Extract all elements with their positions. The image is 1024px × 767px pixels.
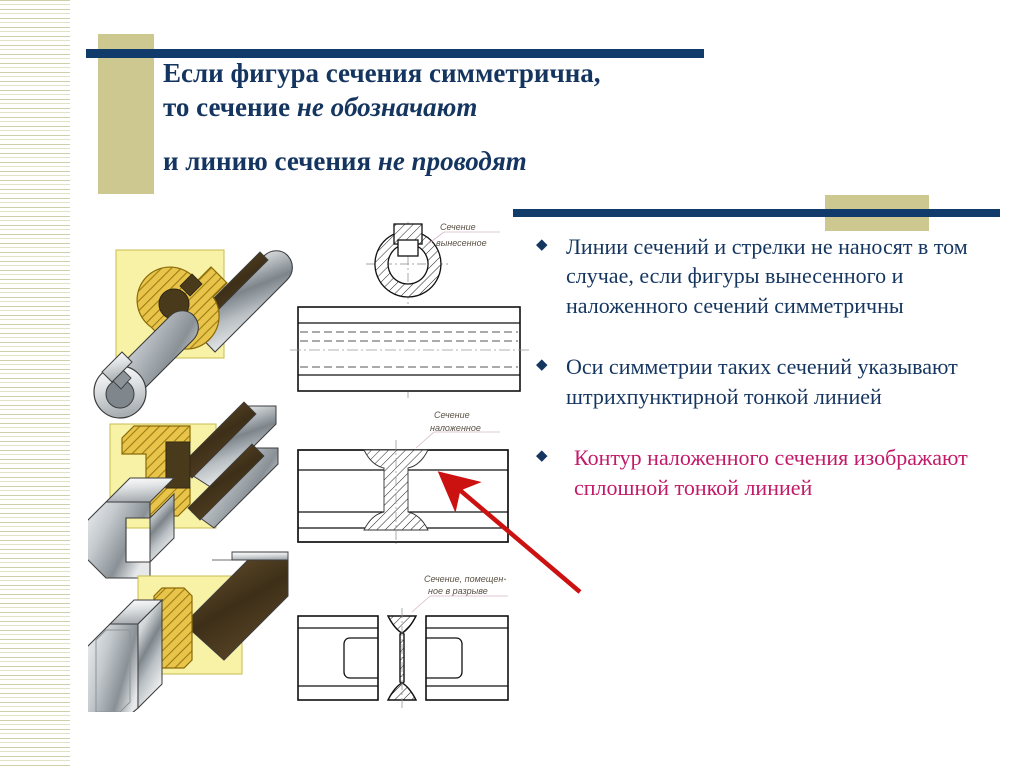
left-stripe-edge: [70, 0, 72, 767]
diamond-bullet-icon: ◆: [536, 357, 548, 374]
bullet-text-2: Оси симметрии таких сечений указывают шт…: [566, 354, 958, 409]
engineering-drawings: Сечение вынесенное Сечение наложенное С: [288, 222, 543, 717]
illustration-shaft-keyway: [93, 249, 293, 419]
title-line-2-prefix: то сечение: [163, 91, 297, 122]
left-stripe-decoration: [0, 0, 72, 767]
list-item: ◆ Линии сечений и стрелки не наносят в т…: [536, 232, 1006, 320]
title-accent-block: [98, 34, 154, 194]
drawing-3-label-line2: ное в разрыве: [428, 586, 488, 596]
list-item: ◆ Оси симметрии таких сечений указывают …: [536, 352, 1006, 411]
annotation-arrow-container: [430, 460, 590, 610]
title-rule-top: [86, 49, 704, 58]
illustration-i-beam: [81, 401, 279, 579]
drawing-v-razryve: Сечение, помещен- ное в разрыве: [297, 574, 509, 708]
isometric-svg: [81, 249, 293, 733]
page-title: Если фигура сечения симметрична, то сече…: [163, 56, 783, 179]
drawing-3-label-line1: Сечение, помещен-: [424, 574, 506, 584]
bullet-list: ◆ Линии сечений и стрелки не наносят в т…: [536, 232, 1006, 534]
drawing-2-label-line2: наложенное: [430, 423, 481, 433]
bullet-text-3: Контур наложенного сечения изображают сп…: [574, 445, 968, 500]
title-line-3: и линию сечения не проводят: [163, 144, 783, 179]
illustration-flat-bar: [85, 551, 289, 733]
diamond-bullet-icon: ◆: [536, 448, 548, 465]
title-line-2: то сечение не обозначают: [163, 90, 783, 125]
title-line-1: Если фигура сечения симметрична,: [163, 58, 601, 88]
subtitle-rule: [513, 209, 1000, 217]
bullet-text-1: Линии сечений и стрелки не наносят в том…: [566, 234, 968, 318]
title-line-2-emphasis: не обозначают: [296, 91, 478, 122]
drawing-1-label-line2: вынесенное: [436, 238, 487, 248]
title-line-3-prefix: и линию сечения: [163, 146, 378, 177]
drawings-svg: Сечение вынесенное Сечение наложенное С: [290, 222, 530, 708]
drawing-vynesennoe: Сечение вынесенное: [290, 222, 530, 398]
list-item: ◆ Контур наложенного сечения изображают …: [536, 443, 1006, 502]
title-line-3-emphasis: не проводят: [377, 146, 527, 177]
diamond-bullet-icon: ◆: [536, 237, 548, 253]
red-arrow-icon: [437, 471, 582, 594]
drawing-1-label-line1: Сечение: [440, 222, 476, 232]
isometric-illustrations: [81, 232, 298, 733]
drawing-2-label-line1: Сечение: [434, 410, 470, 420]
